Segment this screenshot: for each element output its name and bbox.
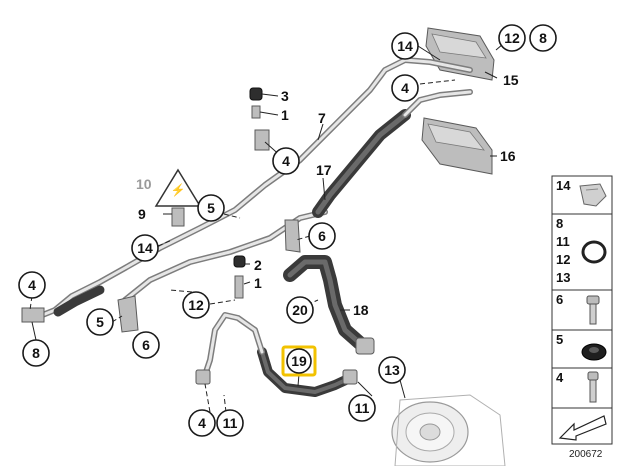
valve-1-top	[251, 105, 261, 119]
label-2[interactable]: 2	[254, 257, 262, 273]
bracket-6-mid	[284, 219, 301, 253]
callout-13[interactable]: 13	[378, 356, 406, 384]
callout-12[interactable]: 12	[498, 24, 526, 52]
svg-text:11: 11	[556, 234, 570, 249]
grommet-icon	[581, 343, 607, 361]
legend-row-5[interactable]: 5	[551, 329, 613, 369]
svg-text:6: 6	[318, 228, 326, 244]
clip-icon	[579, 183, 607, 207]
svg-text:5: 5	[207, 200, 215, 216]
callout-5-mid[interactable]: 5	[197, 194, 225, 222]
callout-4-left[interactable]: 4	[18, 271, 46, 299]
compressor	[391, 394, 506, 466]
refrigerant-line-7	[37, 57, 473, 319]
svg-text:11: 11	[223, 415, 238, 431]
svg-text:8: 8	[556, 216, 563, 231]
legend-panel: 14 8 11 12 13 6	[551, 175, 613, 460]
bracket-8-left	[21, 307, 45, 323]
reference-number: 200672	[569, 449, 603, 460]
label-1-low[interactable]: 1	[254, 275, 262, 291]
condenser-bracket-lower	[421, 117, 493, 175]
label-9[interactable]: 9	[138, 206, 146, 222]
leader-lines	[29, 37, 511, 413]
svg-text:11: 11	[355, 400, 370, 416]
svg-text:14: 14	[137, 240, 153, 256]
svg-text:12: 12	[504, 30, 520, 46]
legend-row-6[interactable]: 6	[551, 289, 613, 331]
callout-4-top[interactable]: 4	[391, 74, 419, 102]
svg-text:8: 8	[32, 345, 40, 361]
svg-text:8: 8	[539, 30, 547, 46]
label-7[interactable]: 7	[318, 110, 326, 126]
callout-12-low[interactable]: 12	[182, 291, 210, 319]
legend-row-14[interactable]: 14	[551, 175, 613, 215]
refrigerant-line-lower	[122, 209, 328, 303]
label-15[interactable]: 15	[503, 72, 519, 88]
label-1-top[interactable]: 1	[281, 107, 289, 123]
nav-arrow-button[interactable]	[551, 407, 613, 445]
callout-8-top[interactable]: 8	[529, 24, 557, 52]
arrow-icon	[558, 415, 607, 441]
bracket-6-low	[117, 295, 139, 333]
callout-4-bot[interactable]: 4	[188, 409, 216, 437]
label-16[interactable]: 16	[500, 148, 516, 164]
hose-18	[283, 255, 375, 355]
condenser-bracket-upper	[425, 27, 495, 81]
cap-3	[249, 87, 263, 101]
callout-6-low[interactable]: 6	[132, 331, 160, 359]
svg-text:12: 12	[556, 252, 570, 267]
label-3[interactable]: 3	[281, 88, 289, 104]
warning-triangle-icon: ⚡	[154, 168, 202, 207]
bolt-icon	[586, 295, 600, 325]
label-10[interactable]: 10	[136, 176, 152, 192]
hose-left	[53, 285, 105, 317]
sensor-9	[171, 207, 185, 227]
svg-text:5: 5	[556, 332, 563, 347]
svg-text:⚡: ⚡	[171, 183, 186, 197]
bracket-upper-mid	[254, 129, 270, 151]
svg-text:19: 19	[291, 353, 307, 369]
svg-text:6: 6	[556, 292, 563, 307]
callout-11-low[interactable]: 11	[348, 394, 376, 422]
svg-text:12: 12	[188, 297, 204, 313]
callout-6-mid[interactable]: 6	[308, 222, 336, 250]
hose-17	[312, 89, 473, 218]
callout-19-highlight[interactable]: 19	[281, 345, 317, 377]
callout-14-top[interactable]: 14	[391, 32, 419, 60]
hose-19	[195, 312, 358, 397]
svg-text:6: 6	[142, 337, 150, 353]
callout-14-left[interactable]: 14	[131, 234, 159, 262]
callout-8-left[interactable]: 8	[22, 339, 50, 367]
callout-5-low[interactable]: 5	[86, 308, 114, 336]
svg-text:4: 4	[28, 277, 36, 293]
legend-row-4[interactable]: 4	[551, 367, 613, 409]
callout-4-mid[interactable]: 4	[272, 147, 300, 175]
svg-text:5: 5	[96, 314, 104, 330]
label-18[interactable]: 18	[353, 302, 369, 318]
svg-text:4: 4	[401, 80, 409, 96]
legend-row-8-11-12-13[interactable]: 8 11 12 13	[551, 213, 613, 291]
o-ring-icon	[581, 240, 607, 264]
label-17[interactable]: 17	[316, 162, 332, 178]
callout-20[interactable]: 20	[286, 296, 314, 324]
svg-text:20: 20	[292, 302, 308, 318]
svg-text:13: 13	[384, 362, 400, 378]
svg-text:13: 13	[556, 270, 570, 285]
svg-text:4: 4	[198, 415, 206, 431]
callout-11-bot[interactable]: 11	[216, 409, 244, 437]
svg-text:14: 14	[556, 178, 571, 193]
cap-2	[233, 255, 246, 268]
svg-text:14: 14	[397, 38, 413, 54]
screw-icon	[587, 371, 599, 403]
svg-text:4: 4	[556, 370, 564, 385]
svg-text:4: 4	[282, 153, 290, 169]
valve-1-low	[234, 275, 244, 299]
